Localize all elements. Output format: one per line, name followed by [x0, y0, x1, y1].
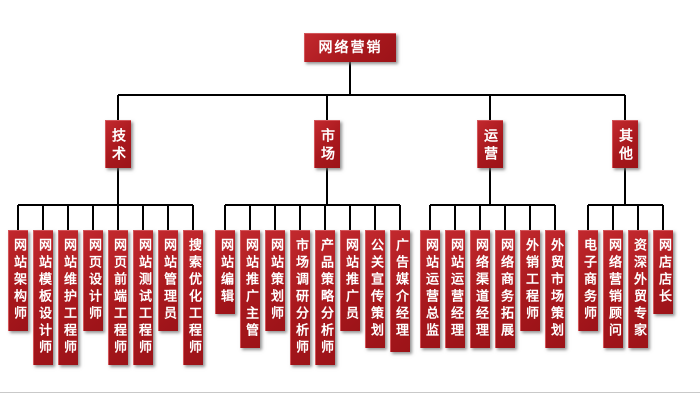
leaf-node: 产品策略分析师 — [315, 230, 335, 365]
leaf-node: 网站模板设计师 — [33, 230, 53, 365]
leaf-node: 网站推广员 — [340, 230, 360, 331]
leaf-node: 网站推广主管 — [240, 230, 260, 348]
leaf-node: 市场调研分析师 — [290, 230, 310, 365]
leaf-node: 网站维护工程师 — [58, 230, 78, 365]
leaf-node: 网站运营经理 — [445, 230, 465, 348]
leaf-node: 电子商务师 — [578, 230, 598, 331]
leaf-node: 搜索优化工程师 — [183, 230, 203, 365]
root-node: 网络营销 — [304, 33, 396, 62]
leaf-node: 网站策划师 — [265, 230, 285, 331]
leaf-node: 网站编辑 — [215, 230, 235, 314]
leaf-node: 网页前端工程师 — [108, 230, 128, 365]
leaf-node: 网页设计师 — [83, 230, 103, 331]
leaf-node: 网络商务拓展 — [495, 230, 515, 348]
leaf-node: 网站测试工程师 — [133, 230, 153, 365]
leaf-node: 公关宣传策划 — [365, 230, 385, 348]
leaf-node: 广告媒介经理 — [390, 230, 410, 352]
leaf-node: 网站架构师 — [8, 230, 28, 331]
leaf-node: 网络营销顾问 — [603, 230, 623, 348]
leaf-node: 资深外贸专家 — [628, 230, 648, 348]
leaf-node: 网店店长 — [653, 230, 673, 314]
leaf-node: 网站运营总监 — [420, 230, 440, 348]
leaf-node: 外销工程师 — [520, 230, 540, 331]
branch-node: 技术 — [105, 120, 131, 168]
branch-node: 其他 — [612, 120, 638, 168]
slide-border-line — [0, 392, 700, 393]
leaf-node: 网络渠道经理 — [470, 230, 490, 348]
leaf-node: 网站管理员 — [158, 230, 178, 331]
branch-node: 运营 — [477, 120, 503, 168]
leaf-node: 外贸市场策划 — [545, 230, 565, 348]
branch-node: 市场 — [314, 120, 340, 168]
